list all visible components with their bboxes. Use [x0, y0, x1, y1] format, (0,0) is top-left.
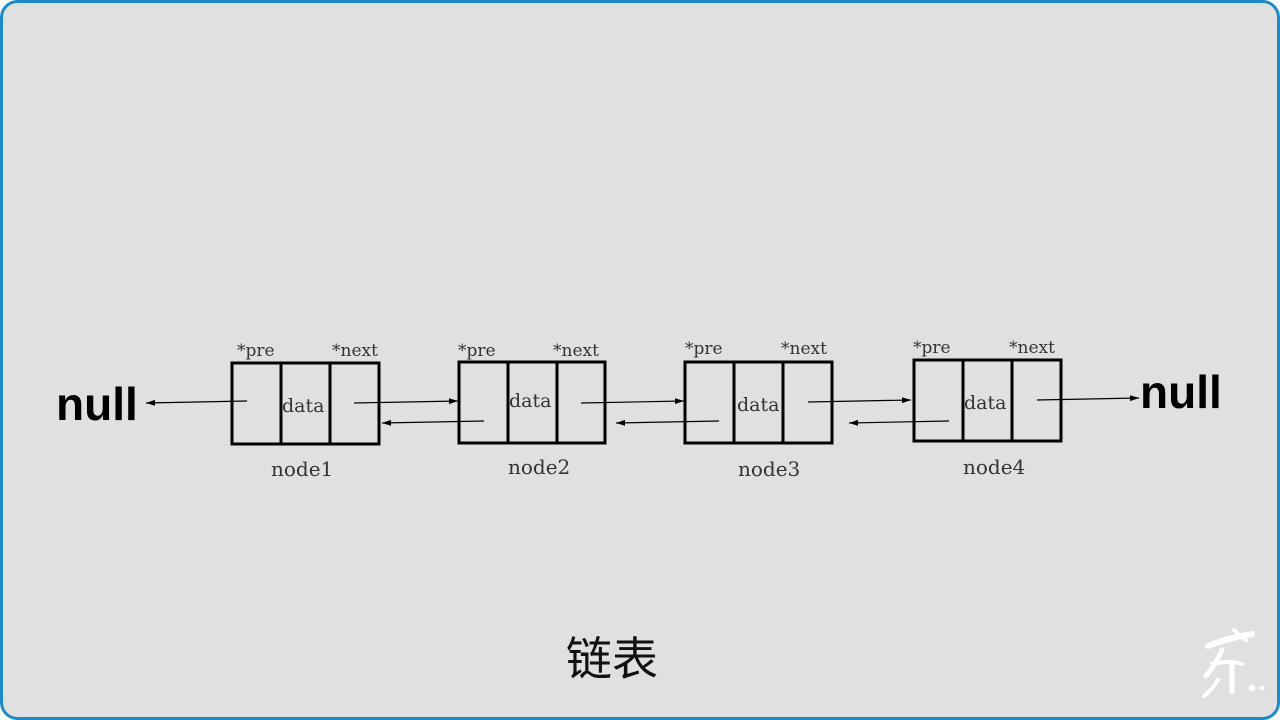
diagram-caption: 链表 — [566, 633, 658, 685]
node-3-next-label: *next — [781, 339, 827, 359]
node-3-box — [683, 360, 834, 445]
node-4-pre-label: *pre — [913, 338, 951, 358]
arrow-node2-next-to-node3 — [580, 398, 685, 405]
pointer-arrows — [145, 395, 1140, 426]
node-4-data-label: data — [964, 392, 1006, 414]
node-3-data-label: data — [737, 394, 779, 416]
node-1-pre-label: *pre — [237, 341, 275, 361]
node-2-data-label: data — [509, 390, 551, 412]
node-2-name: node2 — [508, 455, 570, 479]
node-3: *pre *next data node3 — [683, 339, 834, 481]
node-2-pre-label: *pre — [458, 341, 496, 361]
node-1-box — [230, 361, 381, 446]
node-1-name: node1 — [271, 457, 333, 481]
node-3-name: node3 — [738, 457, 800, 481]
null-left-label: null — [56, 378, 138, 430]
node-1-next-label: *next — [332, 341, 378, 361]
node-4-next-label: *next — [1009, 338, 1055, 358]
arrow-node1-next-to-node2 — [353, 398, 459, 405]
node-1-data-label: data — [282, 395, 324, 417]
node-2: *pre *next data node2 — [457, 341, 607, 479]
node-3-pre-label: *pre — [685, 339, 723, 359]
arrow-node2-pre-to-node1 — [381, 419, 485, 426]
arrow-node3-next-to-node4 — [807, 397, 912, 404]
calligraphy-logo-icon — [1202, 628, 1265, 698]
node-2-next-label: *next — [553, 341, 599, 361]
node-4-name: node4 — [963, 455, 1025, 479]
null-right-label: null — [1140, 366, 1222, 418]
node-1: *pre *next data node1 — [230, 341, 381, 481]
arrow-node4-pre-to-node3 — [848, 419, 950, 426]
arrow-node3-pre-to-node2 — [615, 419, 720, 426]
node-4-box — [912, 358, 1063, 443]
node-4: *pre *next data node4 — [912, 338, 1063, 479]
arrow-node4-next-to-null — [1036, 395, 1140, 402]
arrow-node1-pre-to-null — [145, 399, 248, 406]
